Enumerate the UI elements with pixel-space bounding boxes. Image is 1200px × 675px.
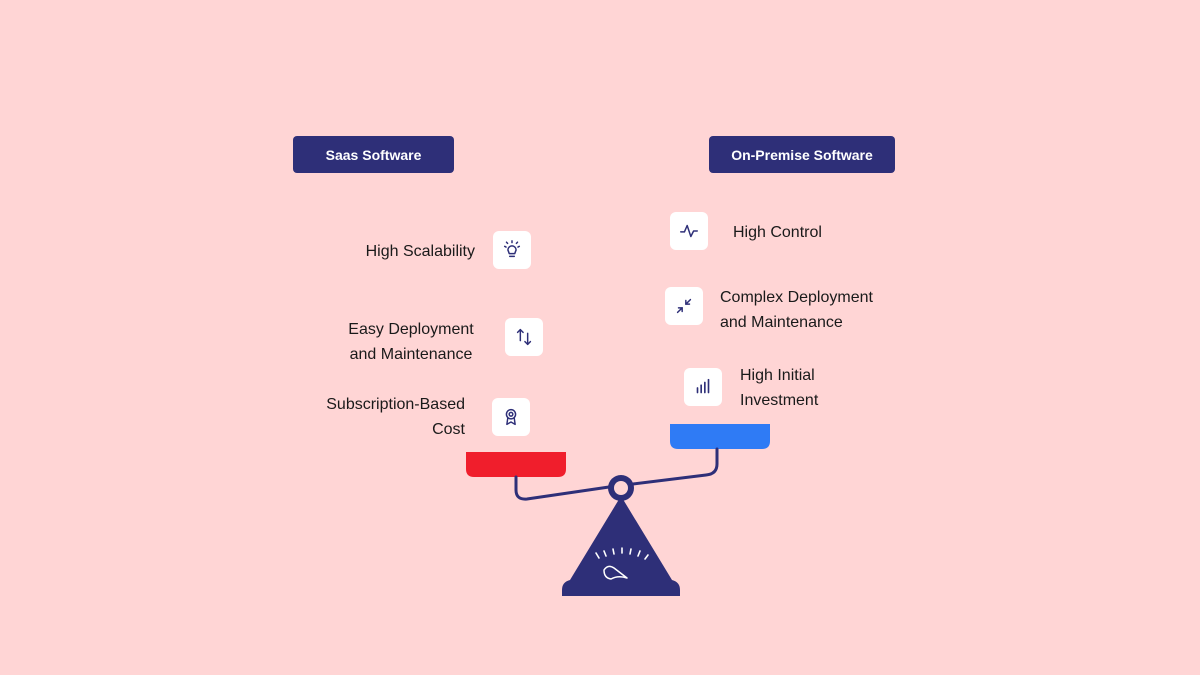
right-item-label: High Control [733, 224, 822, 241]
gauge-ticks [595, 547, 649, 560]
pulse-icon [670, 212, 708, 250]
right-item-label: High Initial Investment [740, 367, 819, 409]
lightbulb-icon [493, 231, 531, 269]
scale-base [562, 496, 680, 596]
left-scale-pan [466, 452, 566, 477]
left-item-label: Subscription-Based Cost [326, 396, 465, 438]
saas-software-header: Saas Software [293, 136, 454, 173]
scale-beam [514, 475, 611, 501]
up-down-arrows-icon [505, 318, 543, 356]
bar-chart-icon [684, 368, 722, 406]
left-item-label: High Scalability [365, 243, 475, 260]
gauge-needle-icon [603, 565, 628, 580]
collapse-arrows-icon [665, 287, 703, 325]
on-premise-software-header: On-Premise Software [709, 136, 895, 173]
right-item-label: Complex Deployment and Maintenance [720, 289, 873, 331]
award-ribbon-icon [492, 398, 530, 436]
left-item-label: Easy Deployment and Maintenance [348, 321, 474, 363]
right-scale-pan [670, 424, 770, 449]
